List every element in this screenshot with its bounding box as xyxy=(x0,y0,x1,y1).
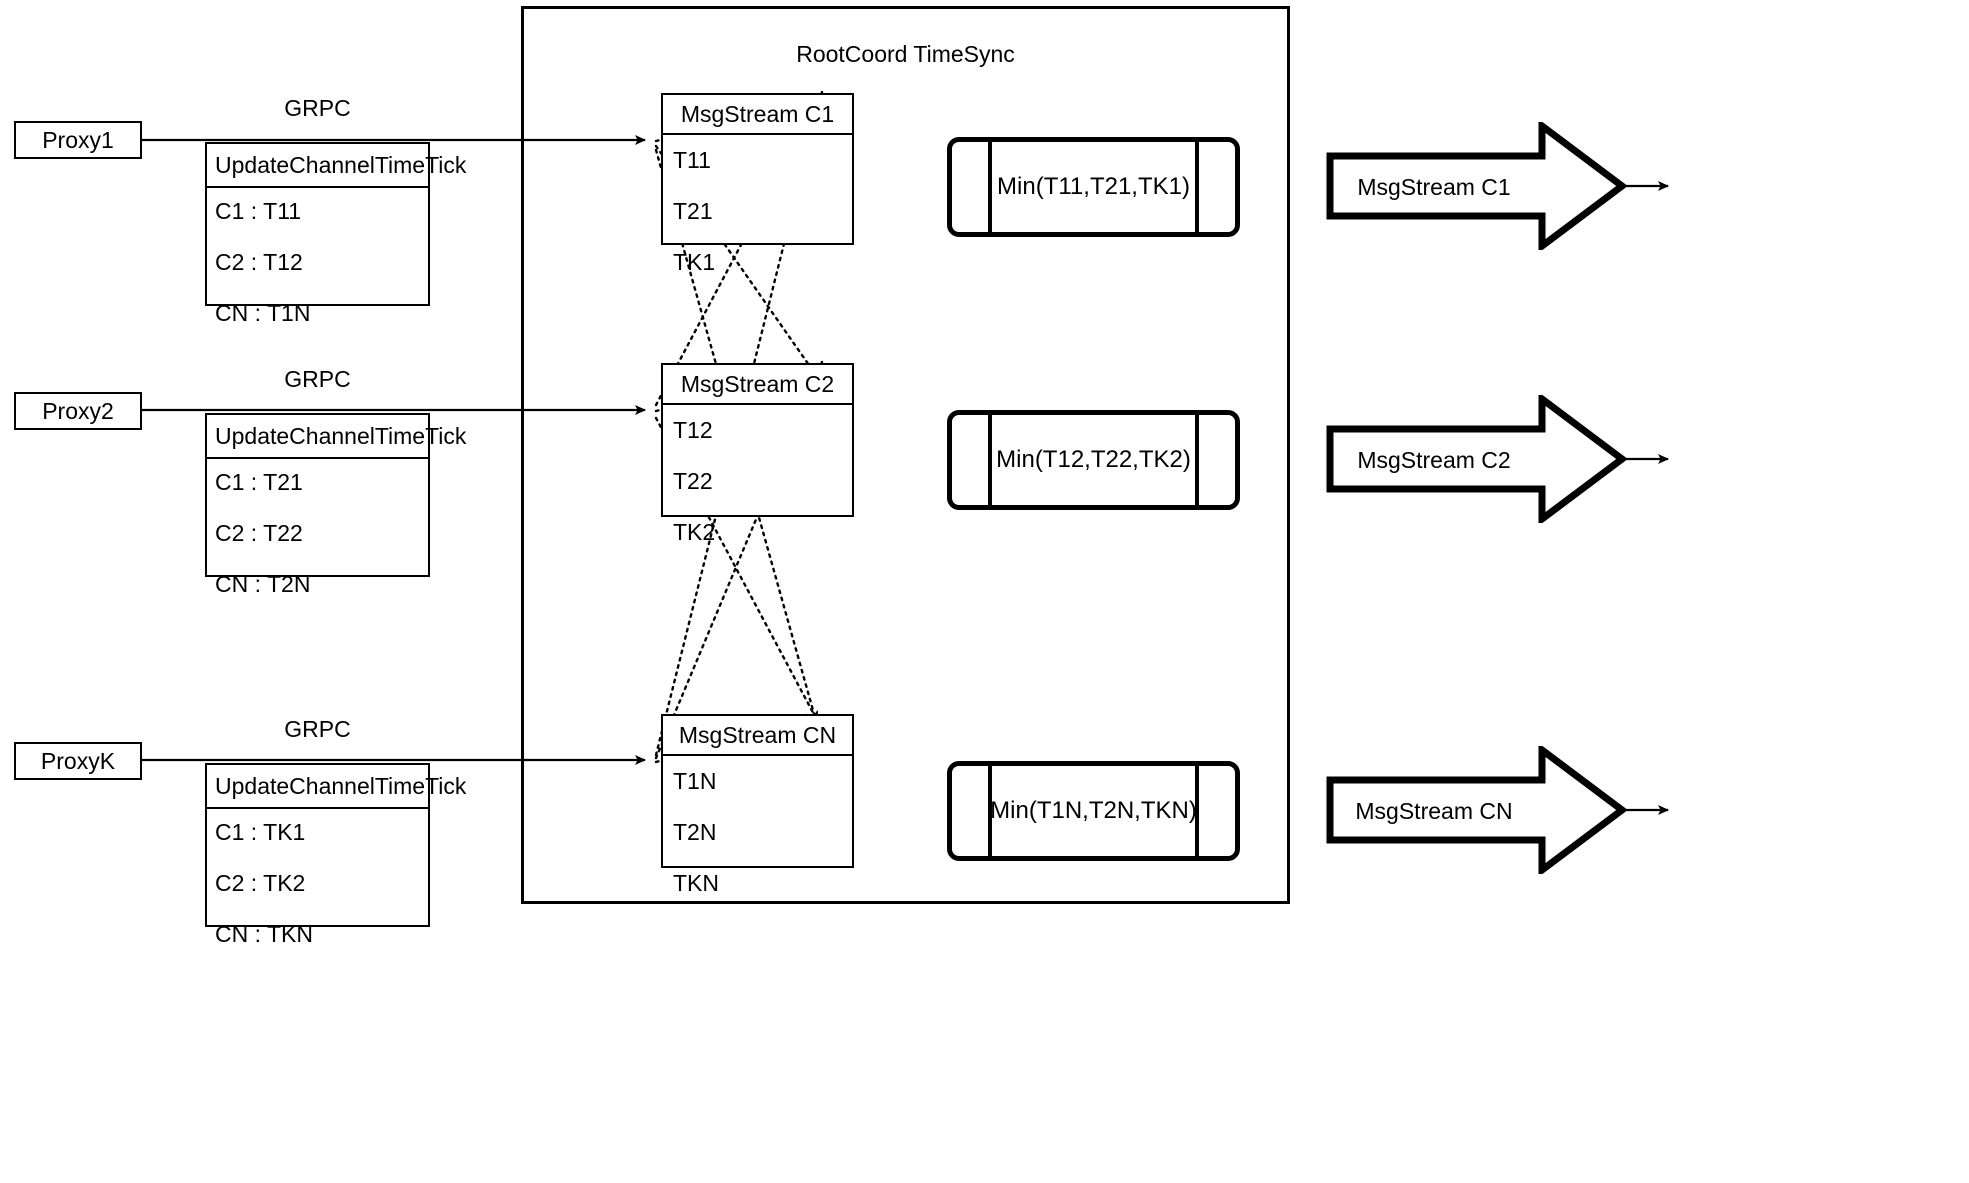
msgstream-entry: T11 xyxy=(673,147,711,173)
uct-body-1: C1 : T11 C2 : T12 CN : T1N xyxy=(207,188,428,325)
container-title: RootCoord TimeSync xyxy=(796,41,1015,67)
grpc-link-label-2: GRPC xyxy=(284,366,351,392)
msgstream-box-2: MsgStream C2 T12 T22 TK2 xyxy=(661,363,854,544)
output-label-3: MsgStream CN xyxy=(1355,798,1513,824)
msgstream-title-1: MsgStream C1 xyxy=(663,95,852,135)
uct-entry: C2 : TK2 xyxy=(215,870,306,896)
msgstream-entry: TK1 xyxy=(673,249,716,275)
msgstream-entry: TKN xyxy=(673,870,719,896)
uct-entry: C2 : T22 xyxy=(215,520,303,546)
uct-entry: C1 : TK1 xyxy=(215,819,306,845)
output-block-arrow-3: MsgStream CN xyxy=(1326,746,1626,874)
uct-entry: CN : TKN xyxy=(215,921,313,947)
msgstream-entry: T12 xyxy=(673,417,713,443)
msgstream-title-3: MsgStream CN xyxy=(663,716,852,756)
uct-entry: CN : T1N xyxy=(215,300,311,326)
msgstream-box-3: MsgStream CN T1N T2N TKN xyxy=(661,714,854,895)
msgstream-box-1: MsgStream C1 T11 T21 TK1 xyxy=(661,93,854,274)
uct-title-2: UpdateChannelTimeTick xyxy=(207,415,466,459)
update-channel-time-tick-3: UpdateChannelTimeTick C1 : TK1 C2 : TK2 … xyxy=(205,763,466,946)
msgstream-entry: T21 xyxy=(673,198,713,224)
uct-entry: C2 : T12 xyxy=(215,249,303,275)
uct-entry: CN : T2N xyxy=(215,571,311,597)
uct-entry: C1 : T11 xyxy=(215,198,302,224)
proxy-node-2[interactable]: Proxy2 xyxy=(14,392,142,430)
update-channel-time-tick-1: UpdateChannelTimeTick C1 : T11 C2 : T12 … xyxy=(205,142,466,325)
msgstream-entry: T1N xyxy=(673,768,717,794)
update-channel-time-tick-2: UpdateChannelTimeTick C1 : T21 C2 : T22 … xyxy=(205,413,466,596)
msgstream-entry: TK2 xyxy=(673,519,716,545)
output-label-2: MsgStream C2 xyxy=(1357,447,1511,473)
proxy-node-3[interactable]: ProxyK xyxy=(14,742,142,780)
msgstream-entry: T2N xyxy=(673,819,717,845)
uct-body-3: C1 : TK1 C2 : TK2 CN : TKN xyxy=(207,809,428,946)
output-label-1: MsgStream C1 xyxy=(1357,174,1511,200)
uct-title-3: UpdateChannelTimeTick xyxy=(207,765,466,809)
rootcoord-timesync-container: RootCoord TimeSync xyxy=(521,6,1290,904)
grpc-link-label-3: GRPC xyxy=(284,716,351,742)
output-block-arrow-2: MsgStream C2 xyxy=(1326,395,1626,523)
uct-title-1: UpdateChannelTimeTick xyxy=(207,144,466,188)
proxy-node-1[interactable]: Proxy1 xyxy=(14,121,142,159)
grpc-link-label-1: GRPC xyxy=(284,95,351,121)
min-process-3: Min(T1N,T2N,TKN) xyxy=(947,761,1240,861)
msgstream-body-3: T1N T2N TKN xyxy=(663,756,852,895)
output-block-arrow-1: MsgStream C1 xyxy=(1326,122,1626,250)
msgstream-body-1: T11 T21 TK1 xyxy=(663,135,852,274)
uct-body-2: C1 : T21 C2 : T22 CN : T2N xyxy=(207,459,428,596)
min-process-1: Min(T11,T21,TK1) xyxy=(947,137,1240,237)
msgstream-body-2: T12 T22 TK2 xyxy=(663,405,852,544)
msgstream-title-2: MsgStream C2 xyxy=(663,365,852,405)
uct-entry: C1 : T21 xyxy=(215,469,303,495)
min-process-2: Min(T12,T22,TK2) xyxy=(947,410,1240,510)
msgstream-entry: T22 xyxy=(673,468,713,494)
